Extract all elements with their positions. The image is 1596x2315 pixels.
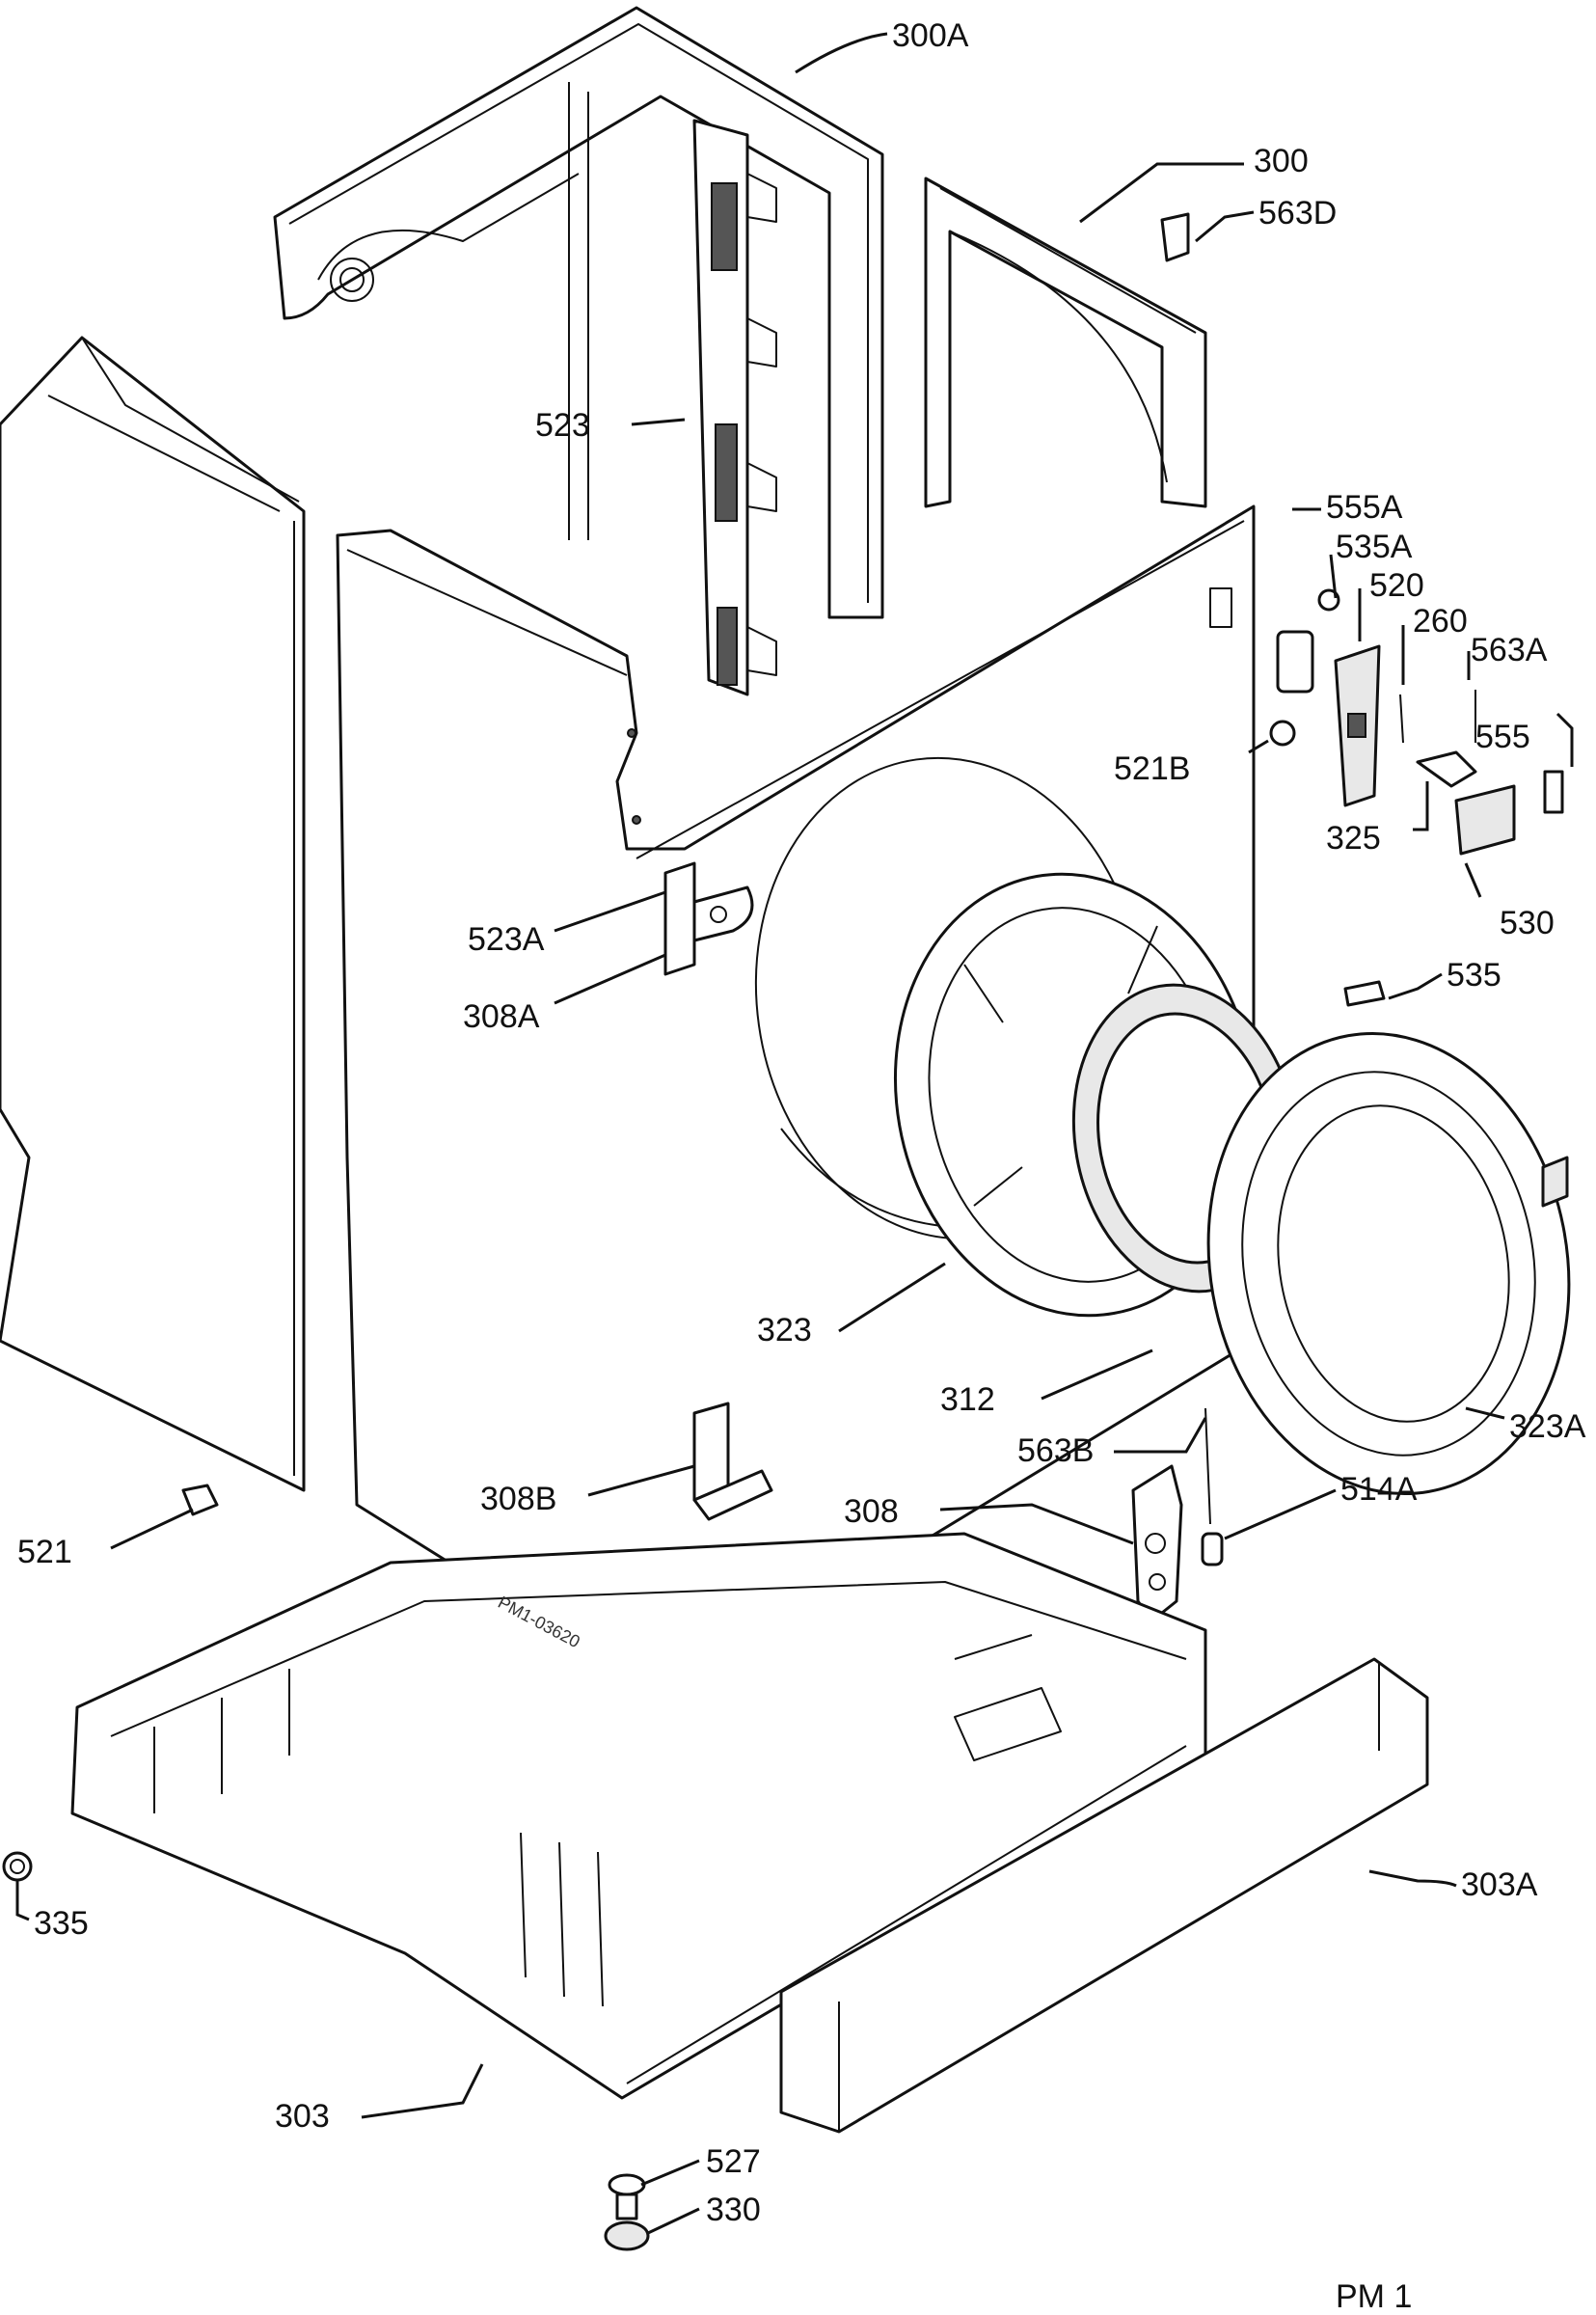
label-521: 521 [17, 1534, 72, 1570]
label-300: 300 [1254, 143, 1309, 179]
label-323A: 323A [1509, 1408, 1586, 1445]
top-clip-part [1160, 212, 1190, 262]
left-side-panel [0, 336, 306, 1492]
label-323: 323 [757, 1312, 812, 1348]
inner-strip-part [692, 119, 777, 696]
label-520: 520 [1369, 567, 1424, 604]
label-521B: 521B [1114, 750, 1190, 787]
small-fasteners [2, 1484, 650, 2251]
callout-leaders [15, 32, 1574, 2235]
label-523: 523 [535, 407, 590, 444]
front-side-panel [336, 504, 1256, 1700]
label-300A: 300A [892, 17, 969, 54]
hinge-part [1131, 1407, 1224, 1622]
right-frame-part [924, 177, 1207, 508]
label-308B: 308B [480, 1481, 556, 1517]
label-555: 555 [1475, 719, 1530, 755]
label-535A: 535A [1336, 529, 1413, 565]
part-labels: 300A 300 563D 523 555A 535A 520 260 563A… [17, 17, 1586, 2228]
label-260: 260 [1413, 603, 1468, 640]
label-563D: 563D [1258, 195, 1337, 232]
label-563B: 563B [1017, 1432, 1094, 1469]
label-308: 308 [844, 1493, 899, 1530]
label-308A: 308A [463, 998, 540, 1035]
label-535: 535 [1447, 957, 1501, 994]
label-530: 530 [1500, 905, 1555, 941]
lower-bracket-part [692, 1402, 773, 1521]
figure-code: PM 1 [1336, 2278, 1412, 2315]
cabinet-drawing: PM1-03620 [0, 6, 1571, 2251]
label-330: 330 [706, 2192, 761, 2228]
rear-frame-part [273, 6, 884, 619]
label-335: 335 [34, 1905, 89, 1942]
label-312: 312 [940, 1381, 995, 1418]
door-lock-parts [1269, 588, 1564, 1007]
label-303A: 303A [1461, 1866, 1538, 1903]
label-303: 303 [275, 2098, 330, 2135]
label-523A: 523A [468, 921, 545, 958]
label-527: 527 [706, 2143, 761, 2180]
door-part [1206, 1031, 1571, 1496]
label-555A: 555A [1326, 489, 1403, 526]
upper-bracket-part [663, 861, 754, 976]
label-325: 325 [1326, 820, 1381, 857]
label-514A: 514A [1340, 1471, 1418, 1508]
plinth-part [779, 1657, 1429, 2134]
label-563A: 563A [1471, 632, 1548, 668]
